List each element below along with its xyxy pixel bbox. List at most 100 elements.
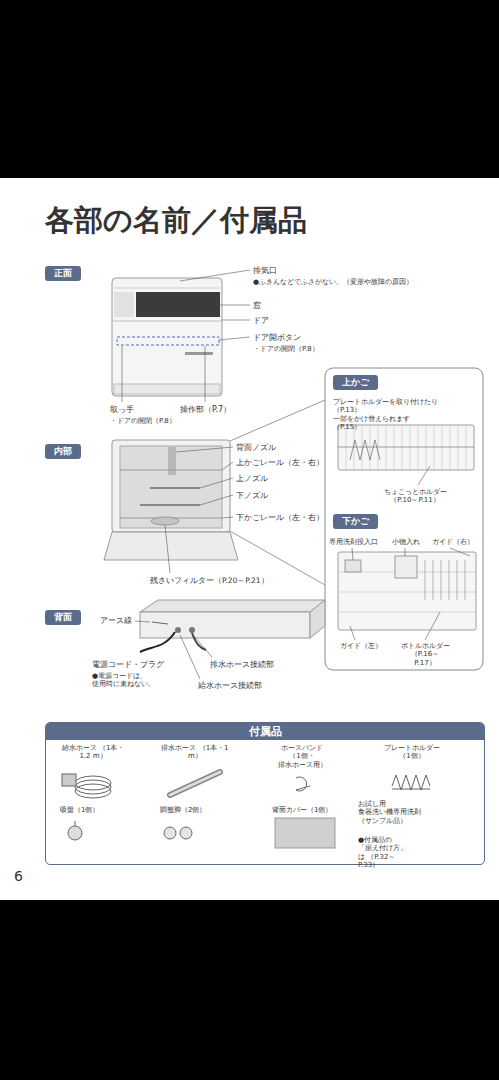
dishwasher-front xyxy=(112,278,222,396)
dishwasher-back xyxy=(140,632,175,652)
basket-panel xyxy=(325,368,483,670)
dishwasher-interior xyxy=(151,517,179,525)
part-label: 小物入れ xyxy=(392,538,420,546)
leader-line xyxy=(405,548,406,556)
part-label: 専用洗剤投入口 xyxy=(329,538,378,546)
accessory-icons xyxy=(170,772,220,795)
tab-label: 下かご xyxy=(342,516,369,527)
dishwasher-front xyxy=(112,278,222,396)
upper-basket xyxy=(338,447,474,448)
leader-line xyxy=(222,517,233,518)
dishwasher-interior xyxy=(150,487,200,489)
dishwasher-interior xyxy=(104,440,238,560)
screen-frame xyxy=(0,900,499,1080)
part-label: 排気口 xyxy=(253,266,277,276)
leader-line xyxy=(350,466,470,640)
section-tab: 背面 xyxy=(45,610,81,625)
leader-line xyxy=(218,305,250,306)
leader-line xyxy=(193,635,212,657)
accessory-icons xyxy=(164,827,176,839)
dishwasher-front xyxy=(114,384,220,394)
part-label: 窓 xyxy=(253,301,261,311)
part-label: ドア開ボタン xyxy=(253,333,301,343)
dishwasher-back xyxy=(175,627,181,633)
note-text: プレートホルダーを取り付けたり（P.13） 一部をかけ替えられます（P.15） xyxy=(333,398,438,432)
leader-line xyxy=(222,320,250,321)
part-label: 上ノズル xyxy=(236,474,268,483)
leader-line xyxy=(200,478,233,488)
upper-basket xyxy=(338,425,474,470)
accessory-label: 給水ホース （1本・1.2 m） xyxy=(57,744,129,761)
screen-frame xyxy=(0,0,499,178)
accessory-icons xyxy=(62,774,76,786)
accessory-icons xyxy=(170,772,220,795)
dishwasher-back xyxy=(189,627,195,633)
part-label: ボトルホルダー （P.16～P.17） xyxy=(401,642,450,667)
section-tab: 正面 xyxy=(45,266,81,281)
part-label: 電源コード・プラグ xyxy=(92,660,164,670)
note-text: ●ふきんなどでふさがない。（変形や故障の原因） xyxy=(253,278,413,286)
basket-panel xyxy=(325,368,483,670)
accessory-icons xyxy=(75,776,111,790)
tab-label: 上かご xyxy=(342,377,369,388)
part-label: 給水ホース接続部 xyxy=(198,681,262,691)
leader-line xyxy=(200,495,233,505)
accessory-label: 排水ホース （1本・1 m） xyxy=(159,744,231,761)
leader-line xyxy=(222,462,233,470)
leader-line xyxy=(425,612,440,640)
leader-line xyxy=(450,548,470,556)
part-label: ちょこっとホルダー （P.10～P.11） xyxy=(384,488,447,505)
part-label: ガイド（左） xyxy=(340,642,382,650)
leader-line xyxy=(135,621,150,622)
dishwasher-interior xyxy=(120,446,222,528)
part-label: 背面ノズル xyxy=(236,443,276,452)
leader-line xyxy=(350,626,355,640)
accessory-panel: 付属品 xyxy=(45,722,485,865)
dishwasher-front xyxy=(112,321,222,322)
accessory-label: 調整脚（2個） xyxy=(160,806,206,814)
part-label: 取っ手 xyxy=(110,405,134,415)
leader-line xyxy=(165,525,170,573)
dishwasher-interior xyxy=(168,447,176,475)
tab-label: 背面 xyxy=(54,612,72,623)
page-reference: ・ドアの開閉（P.8） xyxy=(253,345,319,353)
accessory-icons xyxy=(392,789,430,790)
part-label: アース線 xyxy=(100,616,132,626)
leader-line xyxy=(122,270,250,402)
dishwasher-front xyxy=(185,352,213,355)
part-label: 排水ホース接続部 xyxy=(210,660,274,670)
dishwasher-interior xyxy=(140,504,200,506)
leader-line xyxy=(122,346,123,402)
panel-heading: 付属品 xyxy=(46,723,484,740)
accessory-label: ホースバンド （1個・排水ホース用） xyxy=(278,744,327,769)
accessory-label: お試し用 食器洗い機専用洗剤 （サンプル品） xyxy=(358,800,421,825)
tab-label: 正面 xyxy=(54,268,72,279)
part-label: 操作部（P.7） xyxy=(180,405,231,415)
leader-line xyxy=(352,548,353,560)
lower-basket xyxy=(338,552,476,630)
leader-line xyxy=(135,621,212,679)
tab-label: 内部 xyxy=(54,446,72,457)
dishwasher-back xyxy=(152,622,168,624)
dishwasher-front xyxy=(114,292,134,317)
accessory-icons xyxy=(392,775,430,790)
upper-basket xyxy=(338,425,474,470)
page-number: 6 xyxy=(14,868,23,885)
lower-basket xyxy=(338,552,476,630)
dishwasher-interior xyxy=(112,440,230,532)
leader-line xyxy=(418,466,430,485)
page-reference: ・ドアの開閉（P.8） xyxy=(110,417,176,425)
dishwasher-back xyxy=(140,600,325,652)
note-text: ●電源コードは、 使用時に束ねない。 xyxy=(92,672,155,689)
leader-line xyxy=(219,337,250,340)
dishwasher-back xyxy=(140,612,310,638)
accessory-icons xyxy=(68,826,82,840)
accessory-icons xyxy=(275,818,335,848)
note-text: ●付属品の「据え付け方」は （P.32～P.33） xyxy=(358,836,407,870)
lower-basket xyxy=(345,560,361,572)
accessory-label: 背面カバー（1個） xyxy=(272,806,332,814)
accessory-icons xyxy=(180,827,192,839)
dishwasher-front xyxy=(117,337,219,345)
accessory-icons xyxy=(75,821,76,826)
